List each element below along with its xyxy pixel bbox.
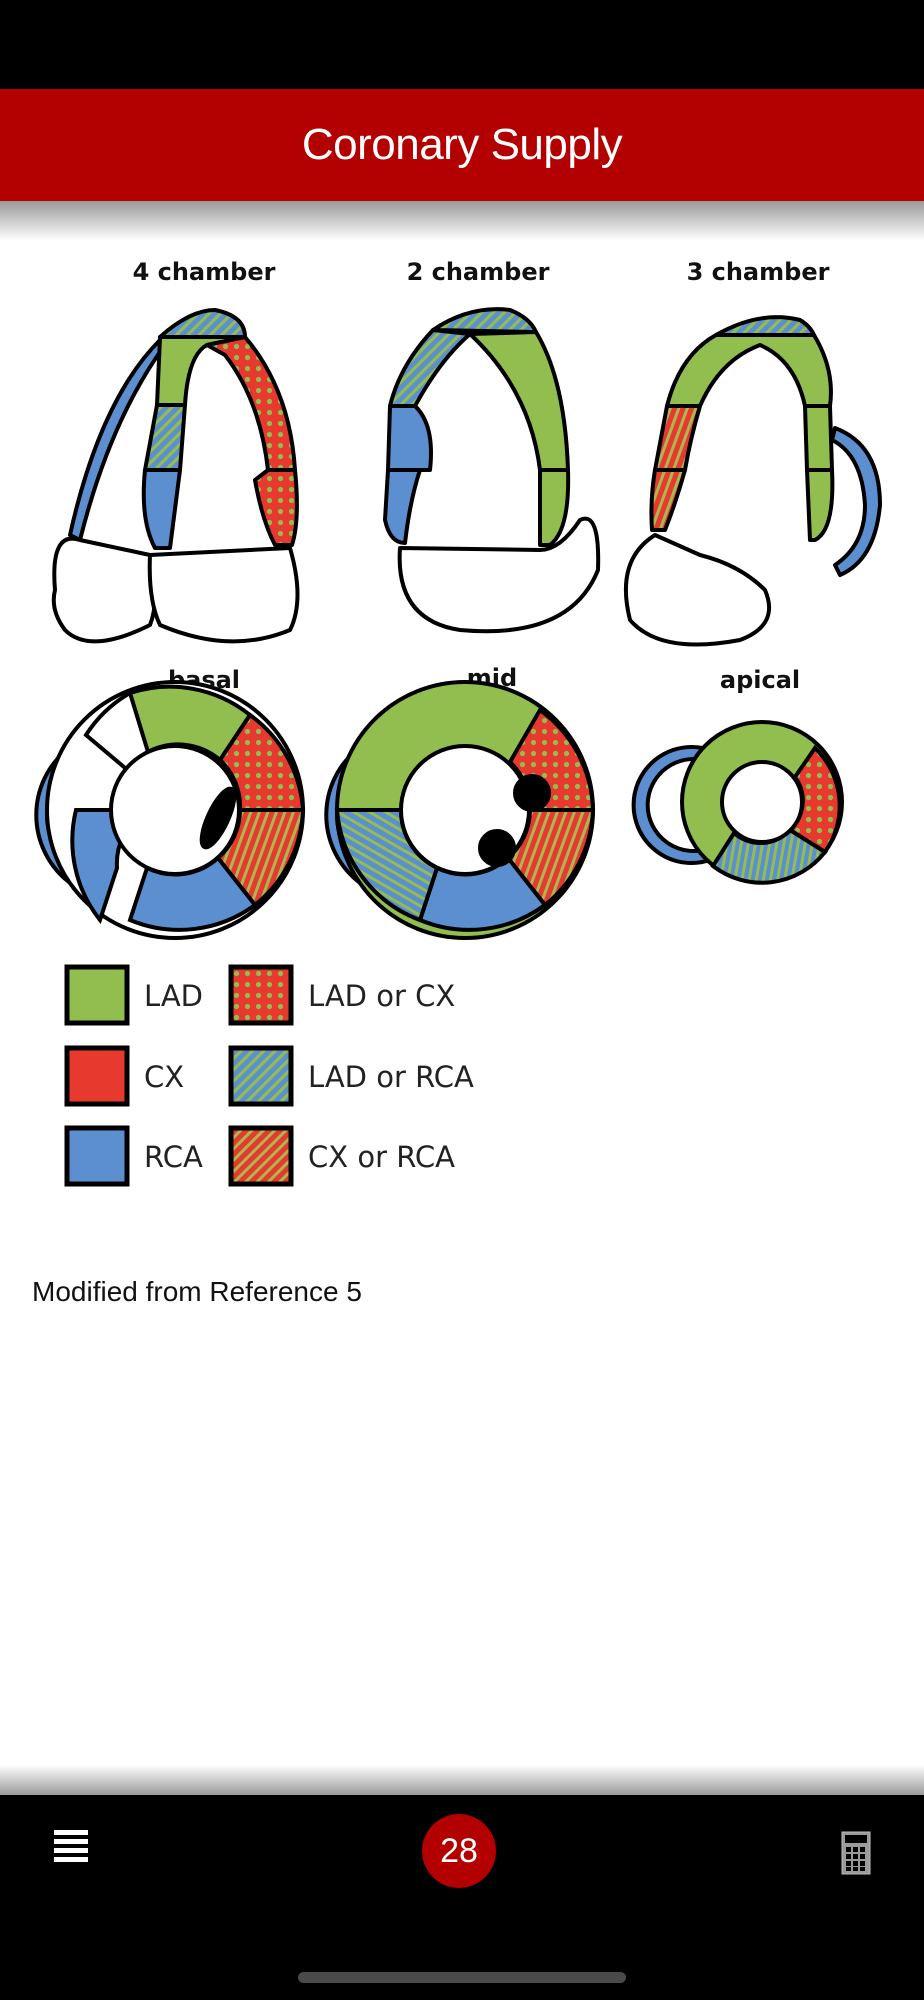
legend-item-cx: CX [64, 1045, 184, 1107]
legend: LAD CX RCA LAD or CX LAD or RCA CX or RC… [64, 964, 474, 1187]
label-4-chamber: 4 chamber [133, 258, 276, 286]
two-chamber-view [383, 307, 601, 634]
hamburger-menu-icon[interactable] [52, 1828, 92, 1864]
page-title: Coronary Supply [301, 120, 623, 169]
legend-item-lad-or-rca: LAD or RCA [228, 1045, 474, 1107]
svg-text:LAD: LAD [144, 979, 203, 1013]
svg-text:CX: CX [144, 1060, 184, 1094]
home-indicator[interactable] [298, 1972, 626, 1983]
coronary-supply-diagram: 4 chamber 2 chamber 3 chamber basal mi [34, 258, 882, 1187]
legend-item-lad-or-cx: LAD or CX [228, 964, 455, 1026]
svg-text:CX or RCA: CX or RCA [308, 1140, 455, 1174]
svg-text:LAD or CX: LAD or CX [308, 979, 455, 1013]
svg-text:RCA: RCA [144, 1140, 203, 1174]
footer-shadow [0, 1765, 924, 1795]
label-3-chamber: 3 chamber [687, 258, 830, 286]
legend-item-rca: RCA [64, 1125, 203, 1187]
header-shadow [0, 201, 924, 241]
calculator-icon[interactable] [841, 1831, 871, 1875]
four-chamber-view [51, 308, 300, 644]
basal-ring [34, 680, 306, 940]
apical-ring [631, 720, 844, 885]
header-bar: Coronary Supply [0, 89, 924, 201]
reference-credit: Modified from Reference 5 [32, 1276, 362, 1307]
legend-item-lad: LAD [64, 964, 203, 1026]
status-bar [0, 0, 924, 89]
svg-text:LAD or RCA: LAD or RCA [308, 1060, 474, 1094]
page-number-badge[interactable]: 28 [422, 1814, 496, 1888]
legend-item-cx-or-rca: CX or RCA [228, 1125, 455, 1187]
mid-ring [324, 680, 596, 940]
three-chamber-view [623, 315, 882, 647]
label-2-chamber: 2 chamber [407, 258, 550, 286]
label-apical: apical [720, 666, 800, 694]
